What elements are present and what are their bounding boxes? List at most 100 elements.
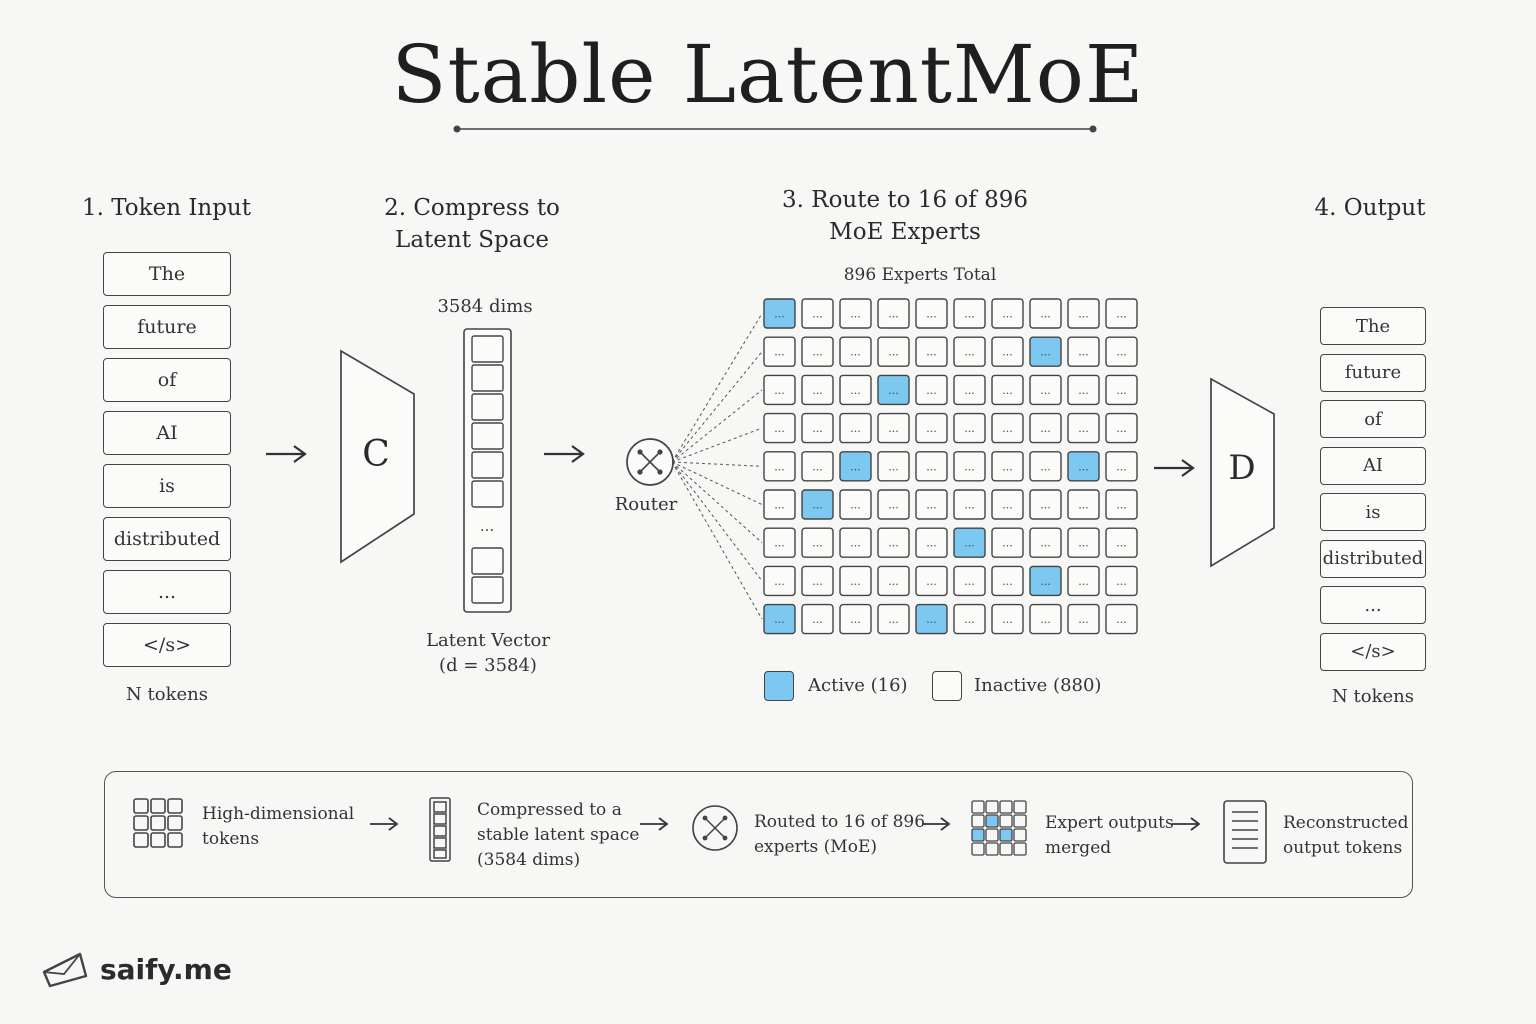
expert-cell-inactive: ... bbox=[763, 489, 796, 520]
latent-cell bbox=[471, 451, 504, 479]
expert-cell-active: ... bbox=[953, 527, 986, 558]
expert-cell-inactive: ... bbox=[991, 603, 1024, 635]
svg-text:...: ... bbox=[1002, 308, 1013, 321]
step2-title-line2: Latent Space bbox=[395, 227, 549, 253]
svg-text:...: ... bbox=[1116, 346, 1127, 359]
expert-cell-inactive: ... bbox=[1105, 489, 1138, 520]
brand-name: saify.me bbox=[100, 953, 232, 986]
output-token: The bbox=[1320, 307, 1426, 345]
input-token: The bbox=[103, 252, 231, 296]
legend-active-swatch bbox=[764, 671, 794, 701]
mini-expert-cell bbox=[985, 828, 999, 842]
svg-text:...: ... bbox=[1078, 613, 1089, 626]
mini-expert-cell bbox=[1013, 842, 1027, 856]
arrow-right-icon bbox=[1172, 817, 1201, 831]
expert-cell-inactive: ... bbox=[801, 412, 834, 444]
page-title: Stable LatentMoE bbox=[391, 28, 1145, 121]
decoder-label: D bbox=[1228, 448, 1256, 488]
latent-ellipsis: ... bbox=[480, 517, 494, 535]
svg-text:...: ... bbox=[1002, 384, 1013, 397]
svg-text:...: ... bbox=[812, 499, 823, 512]
summary-step1-line1: High-dimensional bbox=[202, 804, 355, 824]
input-token: distributed bbox=[103, 517, 231, 561]
svg-text:...: ... bbox=[1116, 384, 1127, 397]
svg-text:...: ... bbox=[1040, 308, 1051, 321]
summary-step5-line2: output tokens bbox=[1283, 838, 1403, 858]
svg-text:...: ... bbox=[1078, 308, 1089, 321]
summary-step2-text: Compressed to a stable latent space (358… bbox=[477, 798, 639, 873]
expert-cell-inactive: ... bbox=[915, 527, 948, 558]
svg-text:...: ... bbox=[1002, 346, 1013, 359]
svg-text:...: ... bbox=[926, 308, 937, 321]
mini-expert-cell bbox=[971, 814, 985, 828]
expert-cell-inactive: ... bbox=[1105, 527, 1138, 558]
latent-cell bbox=[471, 335, 504, 363]
expert-cell-inactive: ... bbox=[991, 489, 1024, 520]
expert-cell-inactive: ... bbox=[991, 565, 1024, 597]
input-token: AI bbox=[103, 411, 231, 455]
svg-text:...: ... bbox=[774, 499, 785, 512]
svg-text:...: ... bbox=[850, 613, 861, 626]
mini-expert-cell bbox=[999, 814, 1013, 828]
summary-step5-line1: Reconstructed bbox=[1283, 813, 1409, 833]
legend-inactive-label: Inactive (880) bbox=[974, 675, 1102, 696]
expert-cell-inactive: ... bbox=[1105, 336, 1138, 367]
output-token: </s> bbox=[1320, 632, 1426, 671]
expert-cell-inactive: ... bbox=[839, 527, 872, 558]
step3-title: 3. Route to 16 of 896 MoE Experts bbox=[760, 184, 1050, 248]
svg-text:...: ... bbox=[1116, 460, 1127, 473]
expert-cell-active: ... bbox=[763, 603, 796, 635]
expert-cell-inactive: ... bbox=[991, 336, 1024, 367]
router-line bbox=[671, 351, 763, 463]
expert-cell-inactive: ... bbox=[1029, 298, 1062, 329]
latent-cell bbox=[471, 364, 504, 392]
expert-cell-inactive: ... bbox=[839, 412, 872, 444]
expert-cell-inactive: ... bbox=[839, 565, 872, 597]
mini-expert-cell bbox=[1013, 800, 1027, 814]
expert-cell-inactive: ... bbox=[1067, 603, 1100, 635]
svg-text:...: ... bbox=[1040, 384, 1051, 397]
svg-text:...: ... bbox=[812, 575, 823, 588]
expert-cell-inactive: ... bbox=[991, 527, 1024, 558]
expert-cell-inactive: ... bbox=[877, 336, 910, 367]
expert-cell-inactive: ... bbox=[801, 527, 834, 558]
svg-text:...: ... bbox=[926, 384, 937, 397]
expert-cell-inactive: ... bbox=[877, 527, 910, 558]
svg-text:...: ... bbox=[926, 422, 937, 435]
expert-cell-inactive: ... bbox=[801, 336, 834, 367]
arrow-right-icon bbox=[370, 817, 399, 831]
compressor-label: C bbox=[362, 434, 390, 475]
router-line bbox=[671, 313, 763, 463]
legend-inactive-swatch bbox=[932, 671, 962, 701]
svg-text:...: ... bbox=[888, 613, 899, 626]
expert-cell-active: ... bbox=[801, 489, 834, 520]
expert-cell-inactive: ... bbox=[915, 451, 948, 482]
expert-cell-active: ... bbox=[915, 603, 948, 635]
svg-text:...: ... bbox=[1040, 499, 1051, 512]
svg-text:...: ... bbox=[850, 499, 861, 512]
latent-vector: ... bbox=[463, 328, 512, 613]
latent-cell bbox=[471, 480, 504, 508]
router-line bbox=[671, 427, 763, 463]
svg-text:...: ... bbox=[1078, 499, 1089, 512]
expert-cell-inactive: ... bbox=[953, 374, 986, 406]
svg-text:...: ... bbox=[1116, 575, 1127, 588]
expert-cell-inactive: ... bbox=[839, 336, 872, 367]
grid-tokens-icon bbox=[133, 798, 183, 848]
svg-text:...: ... bbox=[850, 384, 861, 397]
svg-text:...: ... bbox=[1040, 575, 1051, 588]
summary-panel bbox=[104, 771, 1413, 898]
svg-text:...: ... bbox=[774, 384, 785, 397]
expert-cell-inactive: ... bbox=[1067, 336, 1100, 367]
arrow-right-icon bbox=[544, 445, 585, 463]
step3-title-line2: MoE Experts bbox=[829, 219, 981, 245]
svg-text:...: ... bbox=[774, 575, 785, 588]
svg-text:...: ... bbox=[850, 460, 861, 473]
svg-text:...: ... bbox=[926, 460, 937, 473]
svg-text:...: ... bbox=[1040, 460, 1051, 473]
expert-cell-inactive: ... bbox=[839, 603, 872, 635]
expert-cell-inactive: ... bbox=[801, 374, 834, 406]
mini-expert-cell bbox=[1013, 828, 1027, 842]
expert-cell-inactive: ... bbox=[877, 489, 910, 520]
svg-text:...: ... bbox=[774, 613, 785, 626]
